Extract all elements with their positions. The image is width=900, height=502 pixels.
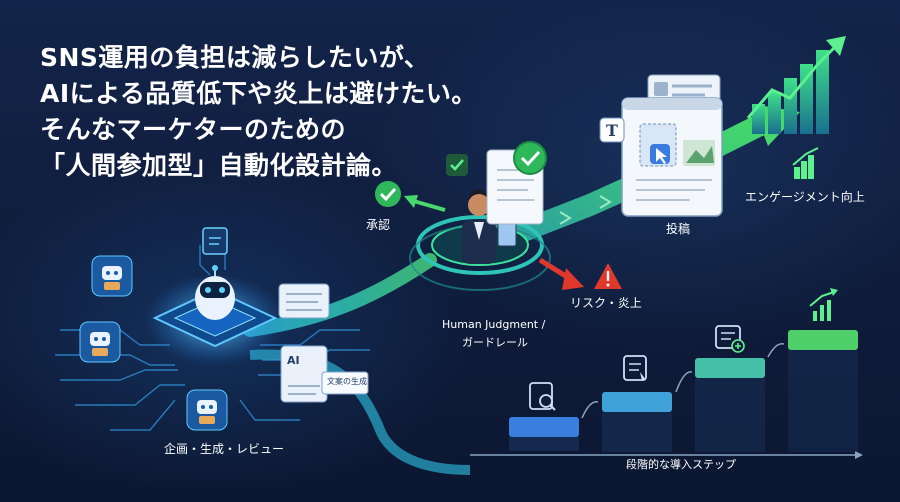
cursor-icon xyxy=(650,144,670,164)
growth-line xyxy=(746,46,836,119)
ai-doc-card xyxy=(280,345,369,403)
text-tool-icon: T xyxy=(599,117,625,143)
warning-icon xyxy=(594,263,622,289)
guardrail-label: ガードレール xyxy=(462,336,528,349)
trend-chart-icon xyxy=(809,288,838,321)
search-doc-icon xyxy=(529,382,556,411)
add-list-icon xyxy=(715,325,745,353)
approval-label: 承認 xyxy=(366,218,391,232)
check-badge-small xyxy=(446,154,468,176)
approval-check-icon xyxy=(375,181,401,207)
ai-doc-caption: 文案の生成 xyxy=(327,377,367,386)
person-figure xyxy=(462,190,517,264)
step-blocks xyxy=(509,330,858,452)
headline-line-3: そんなマーケターのための xyxy=(40,115,347,144)
circuit-lines xyxy=(55,240,370,431)
check-badge-large xyxy=(513,141,547,175)
document-edit-icon xyxy=(623,355,647,381)
svg-text:T: T xyxy=(606,121,618,140)
robot-icon-bottom xyxy=(186,389,228,431)
robot-icon-left-top xyxy=(91,255,133,297)
trend-chart-icon-small xyxy=(792,147,819,179)
robot-icon-main xyxy=(195,265,235,320)
post-label: 投稿 xyxy=(666,222,691,236)
scan-doc-icon xyxy=(202,227,228,255)
ai-doc-label: AI xyxy=(287,354,300,367)
step-connectors xyxy=(581,343,785,419)
text-card-upper xyxy=(278,283,330,319)
headline-line-1: SNS運用の負担は減らしたいが、 xyxy=(40,43,430,72)
steps-axis xyxy=(470,451,863,459)
ai-flow-label: 企画・生成・レビュー xyxy=(164,442,285,456)
engagement-label: エンゲージメント向上 xyxy=(745,190,865,204)
post-ui-cards xyxy=(621,74,723,217)
headline-line-4: 「人間参加型」自動化設計論。 xyxy=(40,151,398,180)
headline-line-2: AIによる品質低下や炎上は避けたい。 xyxy=(40,79,477,108)
risk-label: リスク・炎上 xyxy=(570,296,642,310)
steps-label: 段階的な導入ステップ xyxy=(626,458,736,471)
human-judgment-label: Human Judgment / xyxy=(442,318,546,331)
robot-icon-left-mid xyxy=(79,321,121,363)
headline: SNS運用の負担は減らしたいが、 AIによる品質低下や炎上は避けたい。 そんなマ… xyxy=(40,40,510,184)
